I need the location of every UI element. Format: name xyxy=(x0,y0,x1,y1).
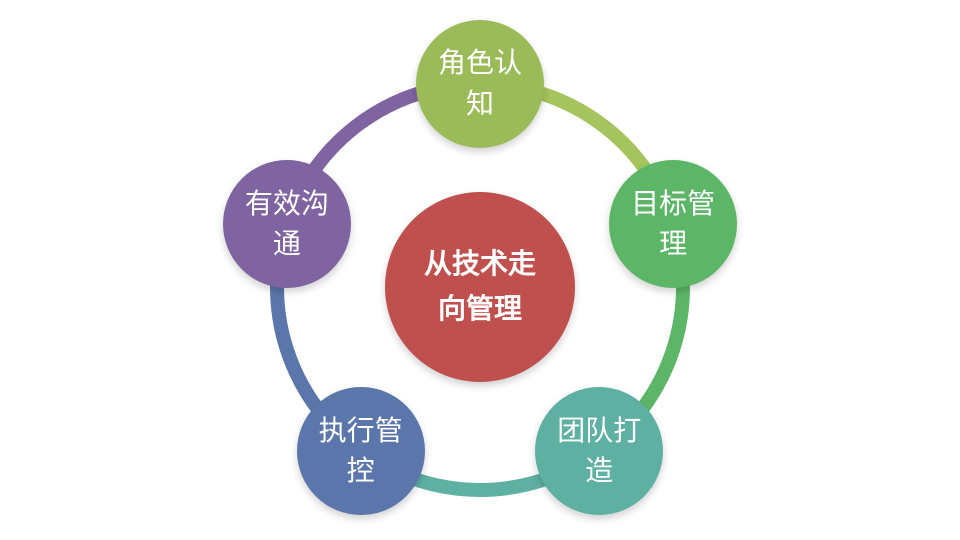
node-role-awareness: 角色认知 xyxy=(416,20,544,148)
node-label: 执行管控 xyxy=(318,413,403,488)
center-label: 从技术走向管理 xyxy=(423,247,536,325)
node-label: 角色认知 xyxy=(437,46,522,120)
node-label: 团队打造 xyxy=(557,413,642,488)
node-label: 目标管理 xyxy=(631,186,716,261)
node-label: 有效沟通 xyxy=(244,186,329,261)
node-execution-control: 执行管控 xyxy=(296,387,425,516)
node-team-building: 团队打造 xyxy=(535,387,664,516)
center-node: 从技术走向管理 xyxy=(385,192,575,382)
node-effective-communication: 有效沟通 xyxy=(222,160,351,289)
node-goal-management: 目标管理 xyxy=(609,160,738,289)
